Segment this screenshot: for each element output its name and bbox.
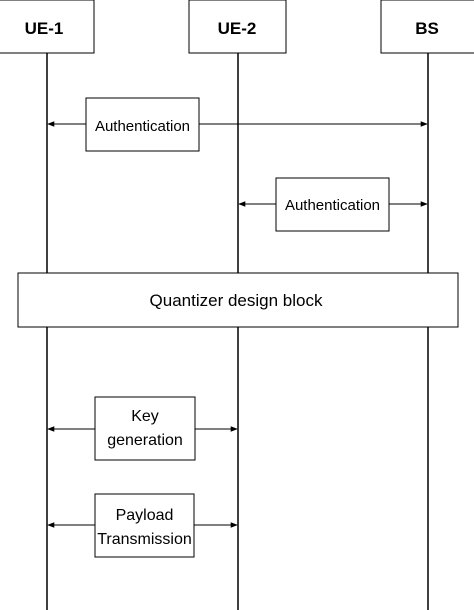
participant-ue2: UE-2 bbox=[188, 0, 287, 54]
auth-ue2-bs-label: Authentication bbox=[285, 197, 380, 214]
keygen-box bbox=[94, 396, 196, 461]
quantizer-box bbox=[17, 272, 459, 328]
auth-ue1-bs-label: Authentication bbox=[95, 118, 190, 135]
payload-label-line1: Payload bbox=[116, 507, 174, 524]
participant-ue1: UE-1 bbox=[0, 0, 95, 54]
keygen-label-line2: generation bbox=[107, 432, 183, 449]
payload-label-line2: Transmission bbox=[97, 531, 192, 548]
auth-ue2-bs-box bbox=[275, 177, 390, 232]
participant-ue1-label: UE-1 bbox=[25, 19, 64, 38]
message-auth-ue2-bs: Authentication bbox=[238, 177, 428, 232]
participant-bs: BS bbox=[380, 0, 474, 54]
message-auth-ue1-bs: Authentication bbox=[47, 97, 428, 152]
quantizer-label: Quantizer design block bbox=[150, 291, 323, 310]
message-payload: Payload Transmission bbox=[47, 493, 238, 558]
quantizer-block: Quantizer design block bbox=[17, 272, 459, 328]
message-keygen: Key generation bbox=[47, 396, 238, 461]
auth-ue1-bs-box bbox=[85, 97, 200, 152]
participant-bs-label: BS bbox=[415, 19, 439, 38]
participant-ue2-label: UE-2 bbox=[218, 19, 257, 38]
payload-box bbox=[94, 493, 195, 558]
keygen-label-line1: Key bbox=[131, 408, 159, 425]
